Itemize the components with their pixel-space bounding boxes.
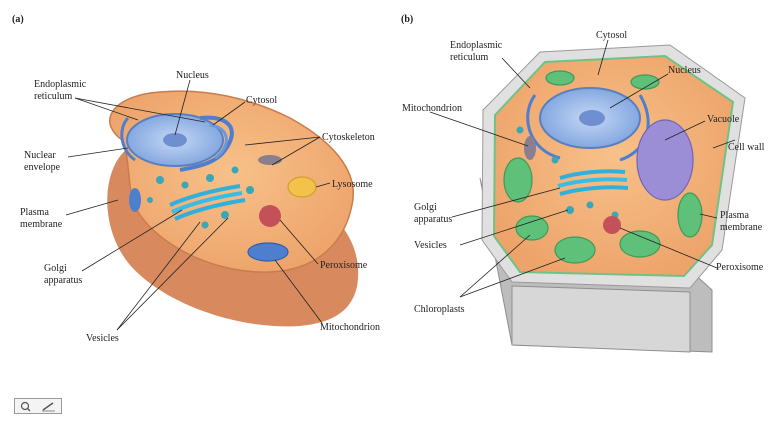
animal-mitochondrion: [248, 243, 288, 261]
animal-lysosome-label: Lysosome: [332, 179, 373, 190]
animal-cytoskeleton-label: Cytoskeleton: [322, 132, 375, 143]
animal-nucleolus: [163, 133, 187, 147]
plant-plasma-membrane-label-1: Plasma: [720, 210, 749, 221]
animal-lysosome: [288, 177, 316, 197]
plant-chloroplasts-label: Chloroplasts: [414, 304, 465, 315]
animal-nuclear-envelope-label-2: envelope: [24, 162, 61, 173]
panel-a-label: (a): [12, 14, 24, 25]
plant-nucleolus: [579, 110, 605, 126]
plant-plasma-membrane-label-2: membrane: [720, 222, 763, 233]
animal-peroxisome-label: Peroxisome: [320, 260, 368, 271]
animal-plasma-membrane-label-1: Plasma: [20, 207, 49, 218]
plant-vacuole: [637, 120, 693, 200]
plant-cytoplasm: [494, 56, 733, 276]
animal-golgi-label-1: Golgi: [44, 263, 67, 274]
plant-vesicles-label: Vesicles: [414, 240, 447, 251]
panel-b-label: (b): [401, 14, 413, 25]
plant-mitochondrion-label: Mitochondrion: [402, 103, 462, 114]
animal-nuclear-envelope-label-1: Nuclear: [24, 150, 56, 161]
animal-nucleus-label: Nucleus: [176, 70, 209, 81]
animal-peroxisome: [259, 205, 281, 227]
animal-mitochondrion-3: [129, 188, 141, 212]
animal-mitochondrion-2: [258, 155, 282, 165]
animal-er-label-2: reticulum: [34, 91, 73, 102]
animal-golgi-label-2: apparatus: [44, 275, 82, 286]
plant-er-label-2: reticulum: [450, 52, 489, 63]
plant-golgi-label-2: apparatus: [414, 214, 452, 225]
plant-cytosol-label: Cytosol: [596, 30, 627, 41]
plant-vacuole-label: Vacuole: [707, 114, 740, 125]
plant-cell-wall-label: Cell wall: [728, 142, 765, 153]
animal-mitochondrion-label: Mitochondrion: [320, 322, 380, 333]
plant-nucleus-label: Nucleus: [668, 65, 701, 76]
image-toolbar: [14, 398, 62, 414]
animal-er-label-1: Endoplasmic: [34, 79, 87, 90]
plant-mitochondrion: [524, 136, 536, 160]
plant-er-label-1: Endoplasmic: [450, 40, 503, 51]
pencil-icon[interactable]: [39, 400, 59, 412]
plant-peroxisome: [603, 216, 621, 234]
zoom-icon[interactable]: [17, 400, 37, 412]
animal-cell: [107, 91, 358, 326]
animal-plasma-membrane-label-2: membrane: [20, 219, 63, 230]
plant-cell-wall-front: [512, 286, 690, 352]
plant-golgi-label-1: Golgi: [414, 202, 437, 213]
animal-vesicles-label: Vesicles: [86, 333, 119, 344]
plant-peroxisome-label: Peroxisome: [716, 262, 764, 273]
animal-cytosol-label: Cytosol: [246, 95, 277, 106]
